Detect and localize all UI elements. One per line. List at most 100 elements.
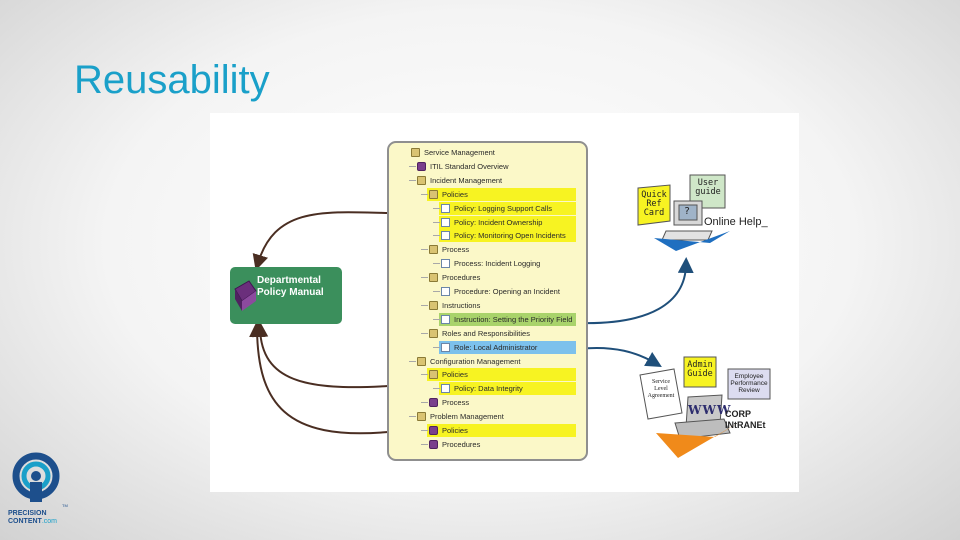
tree-item-label: Procedure: Opening an Incident: [454, 287, 560, 296]
tree-item[interactable]: Policies: [427, 187, 576, 201]
online-help-label: Online Help_: [704, 216, 768, 228]
arrow-config-to-manual: [252, 321, 389, 389]
computer-icon: ?: [683, 206, 691, 217]
logo-line1: PRECISION: [8, 510, 47, 517]
tree-item-label: Policy: Data Integrity: [454, 384, 523, 394]
book-icon: [429, 439, 438, 449]
tree-connector: [421, 332, 428, 334]
tree-item-label: Policy: Monitoring Open Incidents: [454, 231, 566, 241]
tree-item-label: Policy: Logging Support Calls: [454, 203, 552, 213]
doc-icon: [441, 287, 450, 296]
tree-connector: [421, 402, 428, 404]
tree-item[interactable]: Process: Incident Logging: [439, 257, 576, 270]
tree-item[interactable]: Process: [427, 396, 576, 409]
doc-icon: [441, 231, 450, 241]
folder-icon: [429, 189, 438, 199]
tree-item[interactable]: ITIL Standard Overview: [415, 160, 576, 173]
quick-ref-card-label: Quick Ref Card: [641, 190, 667, 218]
folder-icon: [429, 300, 438, 310]
book-icon: [234, 280, 257, 311]
tree-item[interactable]: Policy: Incident Ownership: [439, 215, 576, 229]
tree-item-label: Service Management: [424, 148, 495, 157]
tree-connector: [421, 193, 428, 195]
folder-icon: [429, 273, 438, 283]
tree-item[interactable]: Process: [427, 243, 576, 256]
tree-connector: [433, 235, 440, 237]
tree-item-label: Policies: [442, 189, 468, 199]
tree-item-label: Instruction: Setting the Priority Field: [454, 314, 573, 324]
tree-item[interactable]: Policy: Monitoring Open Incidents: [439, 229, 576, 243]
tree-connector: [421, 374, 428, 376]
folder-icon: [417, 356, 426, 366]
tree-item[interactable]: Policy: Logging Support Calls: [439, 201, 576, 215]
tree-item[interactable]: Procedures: [427, 271, 576, 284]
doc-icon: [441, 217, 450, 227]
tree-item[interactable]: Problem Management: [415, 410, 576, 423]
corp-label: CORP: [725, 409, 752, 419]
tree-item[interactable]: Role: Local Administrator: [439, 340, 576, 354]
service-level-agreement-label: Service Level Agreement: [647, 379, 675, 399]
folder-icon: [429, 328, 438, 338]
book-icon: [429, 426, 438, 435]
tree-item-label: Problem Management: [430, 412, 504, 422]
tree-item[interactable]: Service Management: [409, 146, 576, 159]
tree-connector: [409, 179, 416, 181]
tree-item-label: Policy: Incident Ownership: [454, 217, 543, 227]
www-label: WWW: [688, 403, 732, 417]
online-help-illustration: [637, 174, 730, 251]
tree-item[interactable]: Configuration Management: [415, 355, 576, 368]
reusability-diagram: Departmental Policy Manual Quick Ref Car…: [210, 113, 799, 492]
book-icon: [417, 161, 426, 171]
tree-item[interactable]: Roles and Responsibilities: [427, 327, 576, 340]
tree-item[interactable]: Procedure: Opening an Incident: [439, 285, 576, 298]
arrow-problem-to-manual: [249, 321, 389, 435]
arrow-role-to-intranet: [577, 346, 662, 368]
tree-connector: [421, 249, 428, 251]
tree-connector: [421, 277, 428, 279]
logo-line2: CONTENT: [8, 518, 42, 525]
tree-connector: [433, 221, 440, 223]
logo-tm: TM: [62, 503, 68, 508]
admin-guide-label: Admin Guide: [687, 360, 713, 379]
tree-connector: [433, 291, 440, 292]
tree-item[interactable]: Policy: Data Integrity: [439, 382, 576, 396]
tree-item[interactable]: Policies: [427, 424, 576, 437]
tree-item-label: Process: [442, 398, 470, 408]
tree-item[interactable]: Procedures: [427, 438, 576, 451]
tree-connector: [433, 346, 440, 348]
doc-icon: [441, 342, 450, 352]
tree-item-label: Policies: [442, 370, 468, 380]
intranet-illustration: [639, 356, 771, 458]
tree-item-label: Incident Management: [430, 175, 503, 185]
tree-item-label: Role: Local Administrator: [454, 342, 538, 352]
tree-connector: [409, 360, 416, 362]
folder-icon: [429, 370, 438, 380]
diagram-canvas: [249, 174, 771, 458]
book-icon: [429, 398, 438, 408]
doc-icon: [441, 314, 450, 324]
tree-item-label: Procedures: [442, 273, 481, 283]
tree-connector: [421, 443, 428, 445]
tree-connector: [433, 263, 440, 265]
corp-intranet-label: CORP INtRANEt: [725, 409, 766, 431]
tree-connector: [433, 318, 440, 320]
precision-content-logo-icon: [12, 452, 60, 502]
arrow-instruction-to-online-help: [577, 257, 694, 325]
tree-item-label: Process: Incident Logging: [454, 259, 541, 269]
intranet-label: INtRANEt: [725, 420, 766, 430]
doc-icon: [441, 259, 450, 269]
folder-icon: [417, 175, 426, 185]
arrow-policies-to-manual: [252, 211, 389, 271]
tree-item-label: Policies: [442, 426, 468, 435]
tree-connector: [433, 207, 440, 209]
folder-icon: [411, 148, 420, 157]
tree-item[interactable]: Instructions: [427, 299, 576, 312]
tree-connector: [421, 304, 428, 306]
tree-item-label: Roles and Responsibilities: [442, 328, 530, 338]
tree-item[interactable]: Instruction: Setting the Priority Field: [439, 312, 576, 326]
slide-title: Reusability: [74, 58, 270, 102]
tree-item-label: ITIL Standard Overview: [430, 161, 509, 171]
tree-item[interactable]: Policies: [427, 368, 576, 382]
tree-item[interactable]: Incident Management: [415, 174, 576, 187]
tree-item-label: Process: [442, 245, 470, 255]
